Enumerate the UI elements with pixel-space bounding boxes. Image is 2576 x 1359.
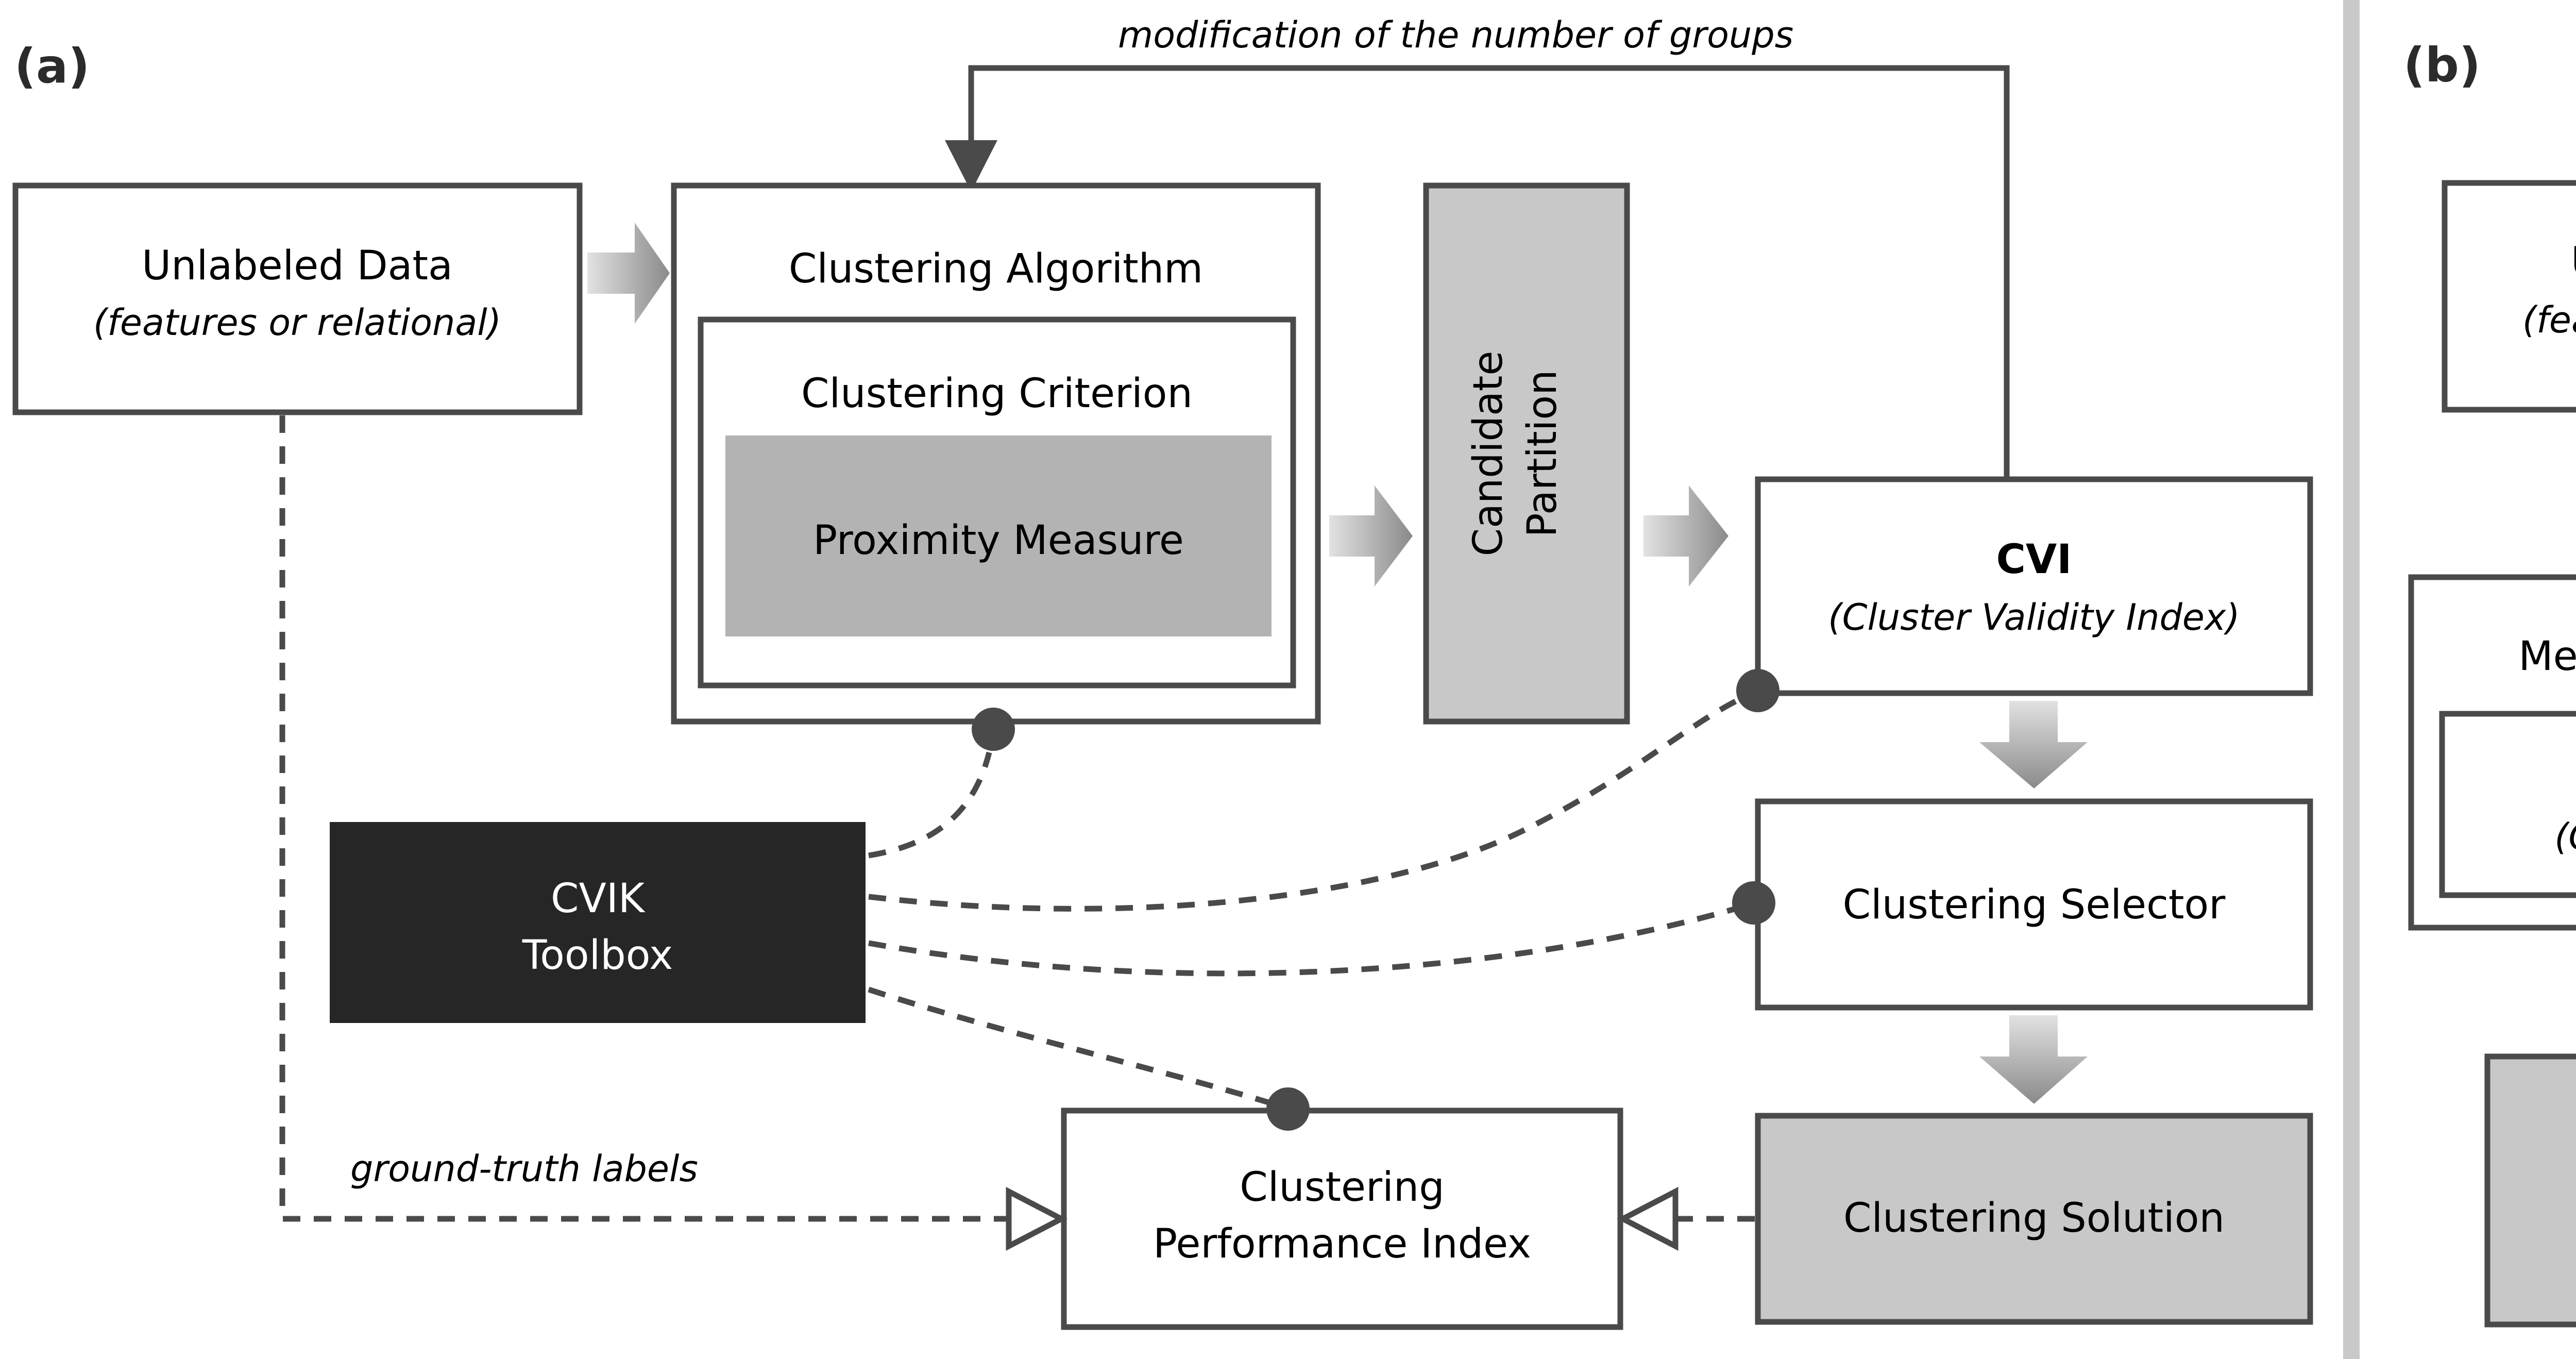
arrow-partition-to-cvi-icon: [1643, 485, 1728, 586]
edge-cvik-to-cvi-a: [868, 692, 1751, 912]
box-clustering-selector[interactable]: [1755, 798, 2313, 1011]
panel-b-label: (b): [2403, 38, 2481, 93]
cpi-line2-a: Performance Index: [1153, 1221, 1531, 1267]
hollow-arrowhead-ground-truth-a-icon: [1006, 1186, 1067, 1251]
cvi-subtitle-b: (Objective Function): [2554, 816, 2576, 858]
candidate-partition-line2: Partition: [1519, 370, 1566, 537]
arrow-cvi-to-selector-icon: [1979, 701, 2088, 788]
panel-b: (b) Unlabeled Data (features or relation…: [2403, 38, 2576, 1328]
proximity-measure-title: Proximity Measure: [813, 517, 1184, 564]
candidate-partition-line1: Candidate: [1465, 351, 1512, 557]
cvik-toolbox-line2-a: Toolbox: [522, 932, 673, 979]
unlabeled-data-subtitle-a: (features or relational): [93, 301, 501, 344]
clustering-solution-title-a: Clustering Solution: [1843, 1195, 2225, 1241]
unlabeled-data-title-a: Unlabeled Data: [142, 243, 453, 289]
box-cvi-b[interactable]: [2439, 711, 2576, 898]
clustering-criterion-title: Clustering Criterion: [801, 371, 1193, 417]
box-cvik-toolbox-a[interactable]: [330, 822, 866, 1023]
clustering-algorithm-title: Clustering Algorithm: [789, 246, 1203, 292]
feedback-loop-edge: [968, 65, 2010, 576]
feedback-arrowhead-icon: [945, 140, 997, 192]
cvi-subtitle-a: (Cluster Validity Index): [1828, 596, 2240, 639]
cvik-toolbox-line1-a: CVIK: [551, 876, 646, 922]
arrow-algorithm-to-partition-icon: [1329, 485, 1413, 586]
arrow-selector-to-solution-icon: [1979, 1015, 2088, 1104]
panel-divider: [2343, 0, 2360, 1359]
box-proximity-measure[interactable]: [725, 435, 1272, 636]
clustering-selector-title: Clustering Selector: [1843, 882, 2226, 928]
unlabeled-data-subtitle-b: (features or relational): [2522, 299, 2576, 341]
connector-dot-cpi-a: [1266, 1087, 1310, 1131]
cpi-line1-a: Clustering: [1240, 1164, 1444, 1211]
edge-cvik-to-algorithm: [868, 751, 992, 859]
hollow-arrowhead-solution-to-cpi-icon: [1617, 1186, 1679, 1251]
arrow-data-to-algorithm-icon: [587, 223, 670, 324]
box-cpi-a[interactable]: [1061, 1108, 1623, 1330]
edge-cvik-to-cpi-a: [868, 986, 1271, 1106]
feedback-edge-label: modification of the number of groups: [1118, 14, 1793, 56]
connector-dot-algorithm: [972, 708, 1015, 751]
panel-a-label: (a): [14, 39, 90, 94]
metaheuristic-method-title: Metaheuristic Method: [2518, 633, 2576, 680]
box-clustering-solution-b[interactable]: [2484, 1053, 2576, 1328]
box-cvi-a[interactable]: [1755, 476, 2313, 696]
box-unlabeled-data-a[interactable]: [12, 182, 583, 415]
box-unlabeled-data-b[interactable]: [2442, 180, 2576, 413]
unlabeled-data-title-b: Unlabeled Data: [2571, 239, 2576, 286]
connector-dot-selector: [1732, 881, 1775, 925]
ground-truth-label-a: ground-truth labels: [350, 1148, 698, 1190]
cvi-title-a: CVI: [1996, 536, 2072, 583]
box-clustering-solution-a[interactable]: [1755, 1113, 2313, 1325]
box-candidate-partition[interactable]: [1423, 182, 1630, 725]
panel-a: (a) modification of the number of groups…: [12, 14, 2313, 1330]
edge-cvik-to-selector: [868, 904, 1742, 977]
connector-dot-cvi-a: [1736, 669, 1780, 712]
